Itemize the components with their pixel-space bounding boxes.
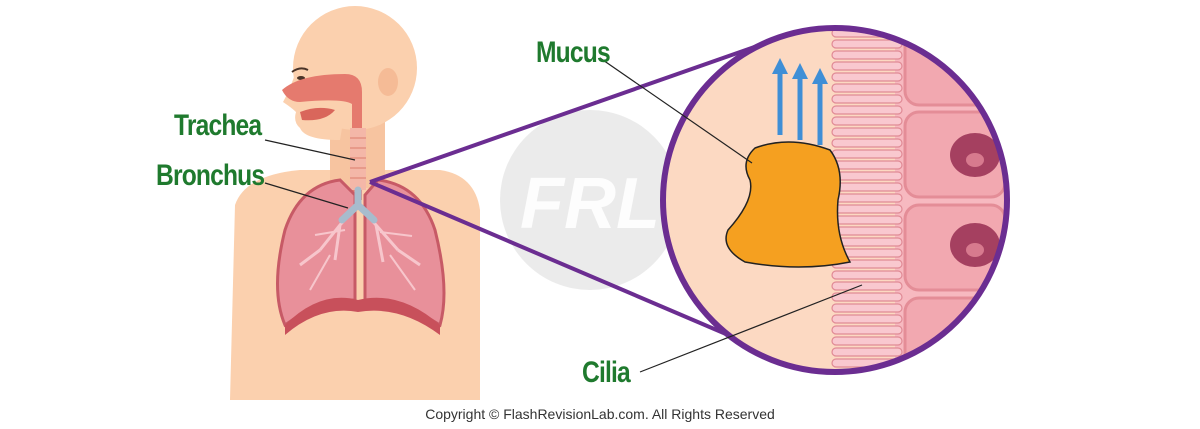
cilium xyxy=(831,83,903,93)
cilium xyxy=(831,182,903,192)
bronchus-label: Bronchus xyxy=(156,159,265,192)
cilium xyxy=(831,127,903,137)
cilium xyxy=(831,336,903,346)
trachea-illustration xyxy=(350,128,366,190)
cilium xyxy=(832,18,902,26)
cilium xyxy=(831,160,903,170)
leader-lines xyxy=(264,57,863,373)
cilium xyxy=(831,193,903,203)
cilium xyxy=(831,270,903,280)
cilium xyxy=(831,149,903,159)
mucus-label: Mucus xyxy=(536,36,611,69)
cilium xyxy=(831,105,903,115)
cilium xyxy=(831,50,903,60)
cilium xyxy=(831,292,903,302)
cilium xyxy=(832,381,902,389)
watermark-logo: FRL xyxy=(500,110,680,290)
cilium xyxy=(831,94,903,104)
cilium xyxy=(831,39,903,49)
zoom-circle xyxy=(660,18,1010,389)
cilium xyxy=(831,116,903,126)
cilium xyxy=(831,347,903,357)
zoom-connector-lines xyxy=(369,36,781,342)
cilium xyxy=(831,281,903,291)
cilium xyxy=(831,204,903,214)
cilium xyxy=(831,61,903,71)
diaphragm-illustration xyxy=(285,297,440,335)
cilia-label: Cilia xyxy=(582,356,631,389)
cilium xyxy=(831,314,903,324)
svg-text:FRL: FRL xyxy=(520,164,660,244)
cilium xyxy=(831,303,903,313)
cilium xyxy=(831,226,903,236)
up-arrow-icon xyxy=(772,58,828,145)
lungs-illustration xyxy=(276,178,446,328)
cilium xyxy=(831,171,903,181)
human-torso-illustration xyxy=(230,6,480,400)
trachea-label: Trachea xyxy=(174,109,262,142)
cilium xyxy=(831,138,903,148)
cilium xyxy=(831,325,903,335)
mucus-blob xyxy=(725,141,852,268)
copyright-text: Copyright © FlashRevisionLab.com. All Ri… xyxy=(425,406,775,422)
cilium xyxy=(831,215,903,225)
cilium xyxy=(831,72,903,82)
